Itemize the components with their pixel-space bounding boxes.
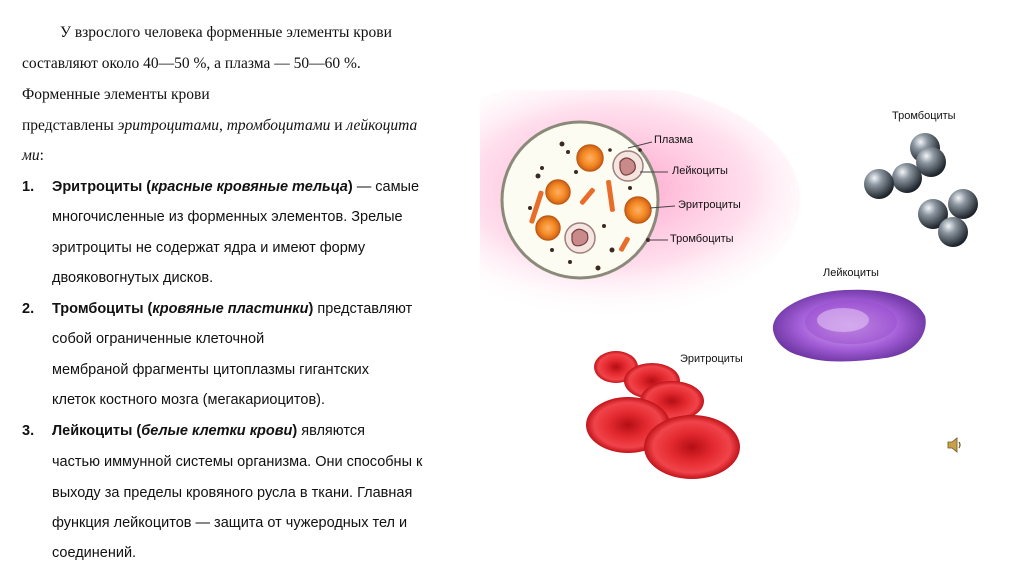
blood-smear-illustration [480,90,800,320]
item-3-line-4: функция лейкоцитов — защита от чужеродны… [52,515,408,531]
item-2-line-3: мембраной фрагменты цитоплазмы гигантски… [52,362,370,378]
label-erythrocytes-big: Эритроциты [680,353,743,365]
item-2-line-4: клеток костного мозга (мегакариоцитов). [52,392,326,408]
item-3-line-3: выходу за пределы кровяного русла в ткан… [52,485,413,501]
intro-line-1: У взрослого человека форменные элементы … [60,24,392,41]
item-3-number: 3. [22,423,35,439]
intro-line-3: Форменные элементы крови [22,86,210,103]
intro-line-5: ми: [22,147,44,164]
platelets-illustration [864,133,978,247]
item-1-line-1: Эритроциты (красные кровяные тельца) — с… [52,179,420,195]
item-1-line-4: двояковогнутых дисков. [52,270,214,286]
intro-line-4: представлены эритроцитами, тромбоцитами … [22,117,418,134]
label-thrombocytes: Тромбоциты [670,233,734,245]
intro-line-2: составляют около 40—50 %, а плазма — 50—… [22,55,361,72]
item-3-line-5: соединений. [52,545,137,561]
label-thrombocytes-big: Тромбоциты [892,110,956,122]
item-2-number: 2. [22,301,35,317]
item-1-line-2: многочисленные из форменных элементов. З… [52,209,403,225]
item-3-line-1: Лейкоциты (белые клетки крови) являются [52,423,365,439]
label-erythrocytes: Эритроциты [678,199,741,211]
erythrocytes-illustration [586,351,740,479]
label-plasma: Плазма [654,134,694,146]
item-2-line-2: собой ограниченные клеточной [52,331,265,347]
label-leukocytes: Лейкоциты [672,165,728,177]
speaker-icon[interactable] [946,436,964,454]
label-leukocytes-big: Лейкоциты [823,267,879,279]
leukocyte-illustration [772,289,926,362]
item-3-line-2: частью иммунной системы организма. Они с… [52,454,423,470]
item-1-number: 1. [22,179,35,195]
item-2-line-1: Тромбоциты (кровяные пластинки) представ… [52,301,413,317]
item-1-line-3: эритроциты не содержат ядра и имеют форм… [52,240,366,256]
